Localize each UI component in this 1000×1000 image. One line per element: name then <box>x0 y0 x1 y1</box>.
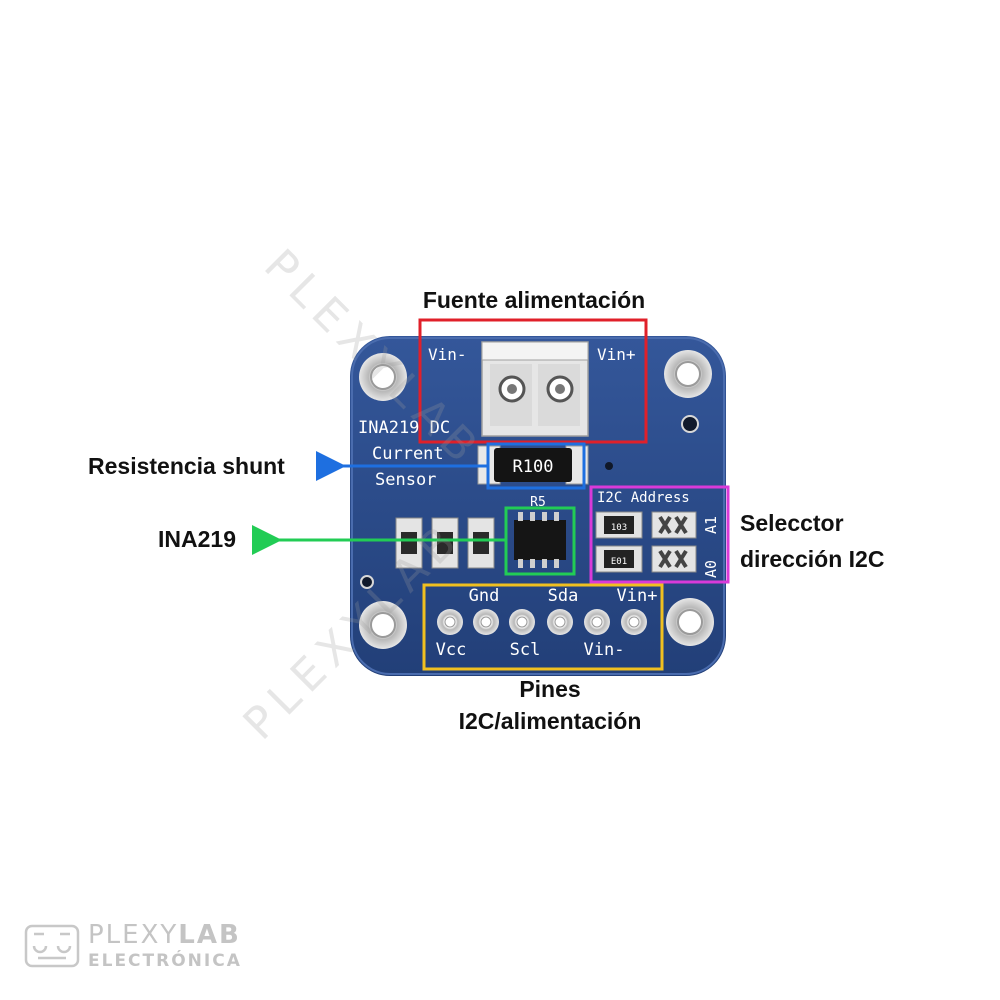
via-hole <box>681 415 699 433</box>
smd-resistor-array <box>395 517 495 569</box>
terminal-label-right: Vin+ <box>597 345 636 364</box>
callout-pins-line-2: I2C/alimentación <box>458 708 642 734</box>
ina219-chip <box>514 512 566 568</box>
board-title-line-2: Current <box>372 444 444 464</box>
mounting-hole-top-left <box>359 353 407 401</box>
callout-pins-line-1: Pines <box>519 676 581 702</box>
address-selector-highlight <box>589 485 730 584</box>
mounting-hole-bottom-right <box>666 598 714 646</box>
smd-marking-lower: E01 <box>611 557 627 567</box>
board-title-line-1: INA219 DC <box>358 418 450 438</box>
pin-label-sda: Sda <box>548 586 579 606</box>
pin-label-scl: Scl <box>510 640 541 660</box>
callout-address-selector-line-1: Selecctor <box>740 510 844 536</box>
callout-power-supply: Fuente alimentación <box>422 287 646 313</box>
plexylab-logo-icon <box>24 924 80 968</box>
address-jumper-a0[interactable] <box>651 545 697 573</box>
pin-label-vin-minus: Vin- <box>584 640 625 660</box>
plexylab-logo-text: PLEXYLAB <box>88 920 241 950</box>
plexylab-logo-subtitle: ELECTRÓNICA <box>88 951 242 971</box>
pin-label-vin-plus: Vin+ <box>617 586 658 606</box>
logo-bold-part: LAB <box>178 920 241 950</box>
terminal-block <box>481 341 589 437</box>
address-label-a0: A0 <box>702 560 720 578</box>
smd-marking-upper: 103 <box>611 523 627 533</box>
power-supply-highlight <box>418 318 648 444</box>
callout-ina219: INA219 <box>158 526 236 552</box>
logo-light-part: PLEXY <box>88 920 179 950</box>
mounting-hole-bottom-left <box>359 601 407 649</box>
pin-label-vcc: Vcc <box>436 640 467 660</box>
address-resistor-lower <box>595 545 643 573</box>
address-jumper-a1[interactable] <box>651 511 697 539</box>
mounting-hole-top-right <box>664 350 712 398</box>
address-label-a1: A1 <box>702 516 720 534</box>
callout-address-selector-line-2: dirección I2C <box>740 546 885 572</box>
pin-label-gnd: Gnd <box>469 586 500 606</box>
shunt-reference: R5 <box>530 495 546 510</box>
pcb-board <box>350 336 726 676</box>
shunt-resistor <box>477 445 613 485</box>
terminal-label-left: Vin- <box>428 345 467 364</box>
i2c-address-label: I2C Address <box>597 490 690 506</box>
address-resistor-upper <box>595 511 643 539</box>
header-pins <box>437 609 647 635</box>
callout-shunt-resistor: Resistencia shunt <box>88 453 285 479</box>
pcb-edge <box>351 337 725 675</box>
via-hole <box>360 575 374 589</box>
pins-highlight <box>422 583 664 671</box>
board-title-line-3: Sensor <box>375 470 436 490</box>
shunt-marking: R100 <box>513 457 554 477</box>
